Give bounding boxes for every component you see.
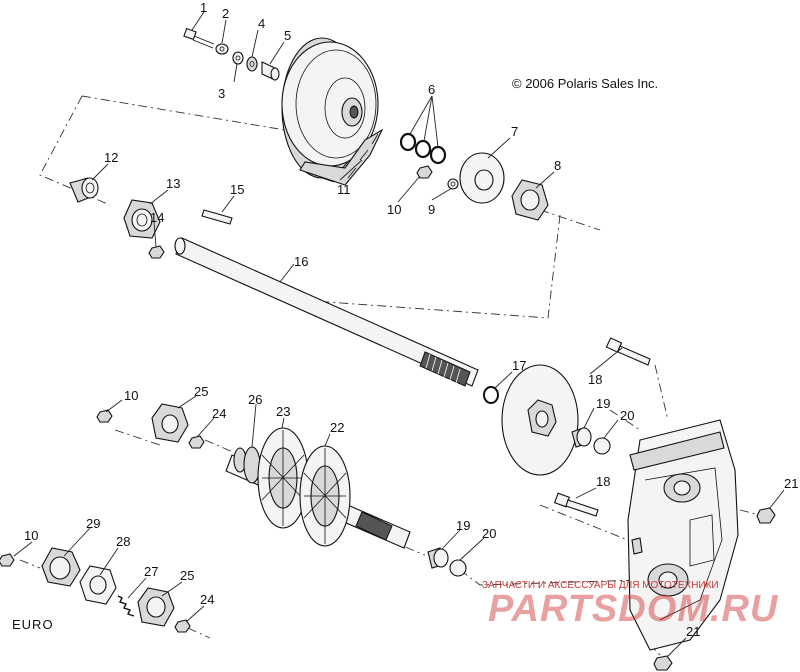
callout-20-upper: 20 bbox=[620, 408, 634, 423]
brake-disc bbox=[501, 364, 579, 476]
callouts: 1 2 3 4 5 6 7 8 9 10 11 12 13 14 15 16 1… bbox=[24, 0, 798, 639]
ring-part-17 bbox=[483, 386, 499, 404]
callout-17: 17 bbox=[512, 358, 526, 373]
bearing-part-19-lower bbox=[427, 547, 449, 569]
drive-shaft-assembly bbox=[225, 427, 411, 549]
nut-part-10-euro bbox=[0, 553, 15, 567]
callout-10-mid: 10 bbox=[124, 388, 138, 403]
bolt-part-18-upper bbox=[605, 337, 651, 366]
callout-12: 12 bbox=[104, 150, 118, 165]
chain-part-11 bbox=[299, 128, 384, 186]
callout-10-top: 10 bbox=[387, 202, 401, 217]
washer-part-9 bbox=[447, 178, 459, 190]
key-part-15 bbox=[201, 209, 233, 225]
flange-part-25-euro bbox=[137, 587, 175, 627]
callout-14: 14 bbox=[150, 210, 164, 225]
callout-21-upper: 21 bbox=[784, 476, 798, 491]
flange-part-13 bbox=[123, 199, 161, 239]
bearing-part-12 bbox=[69, 177, 99, 203]
nut-part-21-lower bbox=[653, 655, 673, 671]
screw-part-14 bbox=[148, 245, 165, 259]
callout-6: 6 bbox=[428, 82, 435, 97]
callout-5: 5 bbox=[284, 28, 291, 43]
screw-part-24-euro bbox=[174, 619, 191, 633]
callout-25-upper: 25 bbox=[194, 384, 208, 399]
callout-23: 23 bbox=[276, 404, 290, 419]
flange-part-29 bbox=[41, 547, 81, 587]
callout-29: 29 bbox=[86, 516, 100, 531]
watermark-logo: PARTSDOM.RU bbox=[488, 588, 779, 630]
callout-16: 16 bbox=[294, 254, 308, 269]
shaft-part-16 bbox=[174, 237, 479, 387]
callout-19-upper: 19 bbox=[596, 396, 610, 411]
callout-22: 22 bbox=[330, 420, 344, 435]
callout-24-upper: 24 bbox=[212, 406, 226, 421]
callout-9: 9 bbox=[428, 202, 435, 217]
callout-27: 27 bbox=[144, 564, 158, 579]
callout-28: 28 bbox=[116, 534, 130, 549]
plate-part-7 bbox=[459, 152, 505, 204]
callout-25-euro: 25 bbox=[180, 568, 194, 583]
copyright-notice: © 2006 Polaris Sales Inc. bbox=[512, 76, 659, 91]
bearing-part-19-upper bbox=[571, 427, 592, 448]
callout-11: 11 bbox=[337, 182, 351, 197]
callout-26: 26 bbox=[248, 392, 262, 407]
flange-part-8 bbox=[511, 179, 549, 221]
callout-15: 15 bbox=[230, 182, 244, 197]
seal-part-20-lower bbox=[449, 559, 467, 577]
bolt-part-18-lower bbox=[553, 492, 599, 517]
callout-19-lower: 19 bbox=[456, 518, 470, 533]
flange-part-25-upper bbox=[151, 403, 189, 443]
nut-part-21-upper bbox=[756, 507, 776, 524]
screw-part-24-upper bbox=[188, 435, 205, 449]
bolt-part-1 bbox=[183, 27, 215, 49]
spring-part-27 bbox=[117, 595, 135, 617]
nut-part-10-mid bbox=[96, 409, 113, 423]
chaincase-housing bbox=[627, 419, 739, 651]
seal-part-20-upper bbox=[593, 437, 611, 455]
callout-21-lower: 21 bbox=[686, 624, 700, 639]
nut-part-10-top bbox=[416, 165, 433, 179]
callout-18-upper: 18 bbox=[588, 372, 602, 387]
callout-4: 4 bbox=[258, 16, 265, 31]
callout-1: 1 bbox=[200, 0, 207, 15]
washer-part-3 bbox=[232, 51, 244, 65]
watermark-tagline: ЗАПЧАСТИ И АКСЕССУАРЫ ДЛЯ МОТОТЕХНИКИ bbox=[482, 580, 719, 591]
callout-24-euro: 24 bbox=[200, 592, 214, 607]
callout-3: 3 bbox=[218, 86, 225, 101]
callout-10-euro: 10 bbox=[24, 528, 38, 543]
washer-part-2 bbox=[215, 43, 229, 55]
callout-20-lower: 20 bbox=[482, 526, 496, 541]
region-label-euro: EURO bbox=[12, 617, 54, 632]
driven-sprocket bbox=[281, 37, 379, 179]
callout-13: 13 bbox=[166, 176, 180, 191]
leader-lines bbox=[13, 11, 785, 657]
o-rings-part-6 bbox=[399, 132, 447, 165]
callout-8: 8 bbox=[554, 158, 561, 173]
callout-2: 2 bbox=[222, 6, 229, 21]
callout-18-lower: 18 bbox=[596, 474, 610, 489]
gasket-part-28 bbox=[79, 565, 117, 605]
washer-part-4 bbox=[246, 56, 258, 72]
callout-7: 7 bbox=[511, 124, 518, 139]
bushing-part-5 bbox=[261, 61, 280, 81]
